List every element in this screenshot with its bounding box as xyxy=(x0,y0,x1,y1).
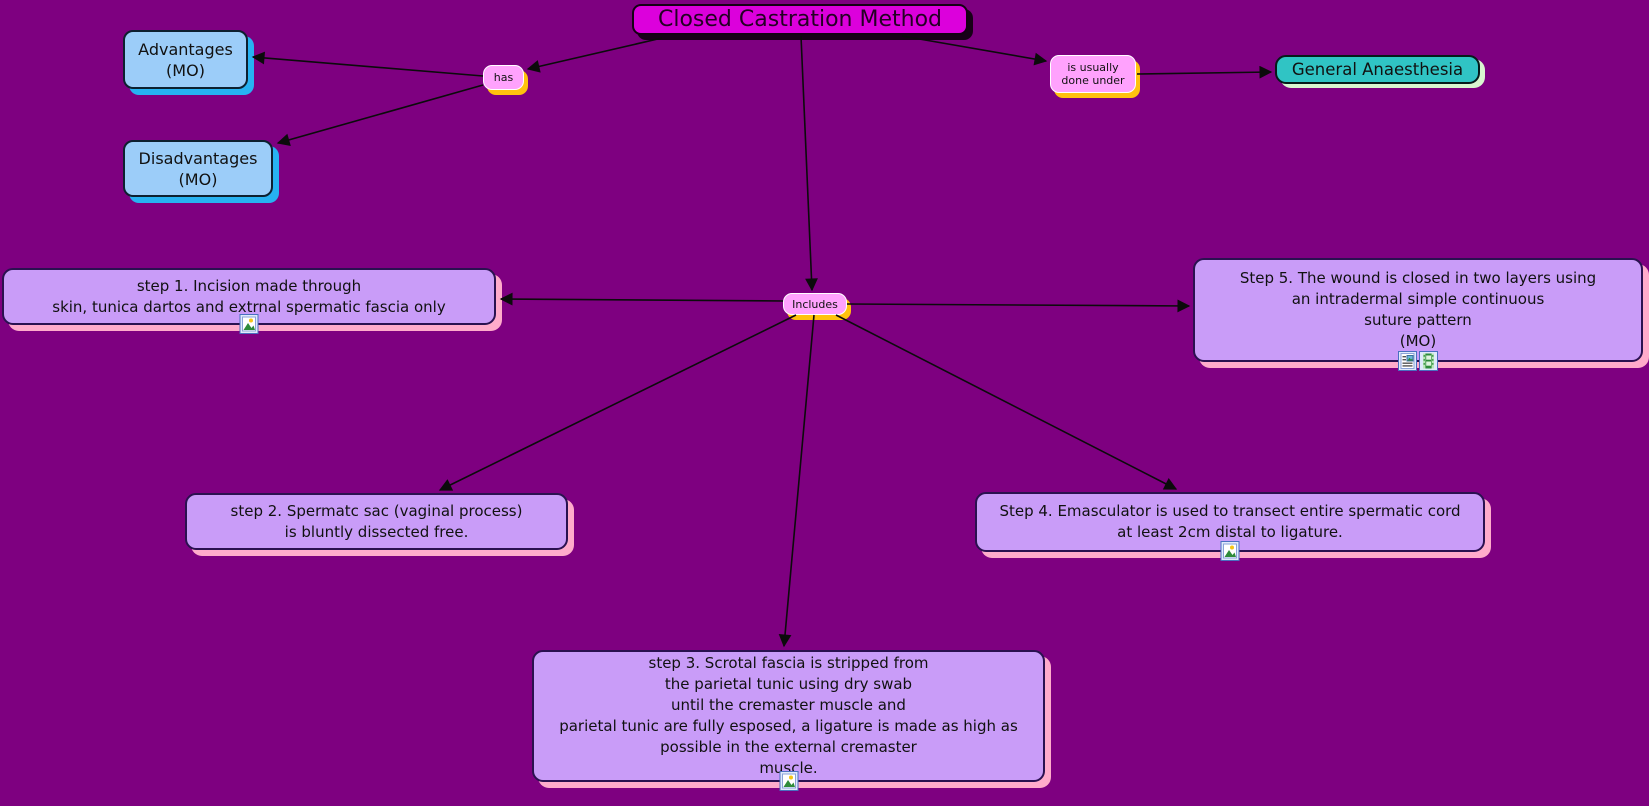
concept-advantages[interactable]: Advantages (MO) xyxy=(123,30,248,89)
link-has-label: has xyxy=(493,71,514,84)
concept-title[interactable]: Closed Castration Method xyxy=(632,4,968,35)
concept-step-5[interactable]: Step 5. The wound is closed in two layer… xyxy=(1193,258,1643,371)
concept-step-1-label: step 1. Incision made through skin, tuni… xyxy=(52,276,446,316)
link-is-usually-done-under-label: is usually done under xyxy=(1061,61,1125,87)
link-includes[interactable]: Includes xyxy=(783,293,847,315)
concept-step-1[interactable]: step 1. Incision made through skin, tuni… xyxy=(2,268,496,334)
concept-step-2-label: step 2. Spermatc sac (vaginal process) i… xyxy=(230,501,523,541)
concept-step-2[interactable]: step 2. Spermatc sac (vaginal process) i… xyxy=(185,493,568,550)
link-is-usually-done-under[interactable]: is usually done under xyxy=(1050,55,1136,93)
concept-general-anaesthesia-label: General Anaesthesia xyxy=(1291,60,1464,79)
concept-step-5-label: Step 5. The wound is closed in two layer… xyxy=(1239,269,1597,350)
concept-disadvantages-label: Disadvantages (MO) xyxy=(138,148,258,189)
image-icon[interactable] xyxy=(779,771,798,791)
concept-step-3[interactable]: step 3. Scrotal fascia is stripped from … xyxy=(532,650,1045,791)
concept-step-3-label: step 3. Scrotal fascia is stripped from … xyxy=(559,654,1018,777)
concept-advantages-label: Advantages (MO) xyxy=(138,39,233,80)
image-icon[interactable] xyxy=(1220,541,1240,561)
link-has[interactable]: has xyxy=(483,65,524,90)
concept-disadvantages[interactable]: Disadvantages (MO) xyxy=(123,140,273,197)
link-includes-label: Includes xyxy=(792,297,838,311)
concept-title-label: Closed Castration Method xyxy=(658,7,942,32)
film-icon[interactable] xyxy=(1419,351,1438,371)
concept-step-4[interactable]: Step 4. Emasculator is used to transect … xyxy=(975,492,1485,561)
concept-step-4-label: Step 4. Emasculator is used to transect … xyxy=(999,502,1461,541)
concept-general-anaesthesia[interactable]: General Anaesthesia xyxy=(1275,55,1480,84)
document-image-icon[interactable] xyxy=(1398,351,1417,371)
image-icon[interactable] xyxy=(239,314,259,334)
